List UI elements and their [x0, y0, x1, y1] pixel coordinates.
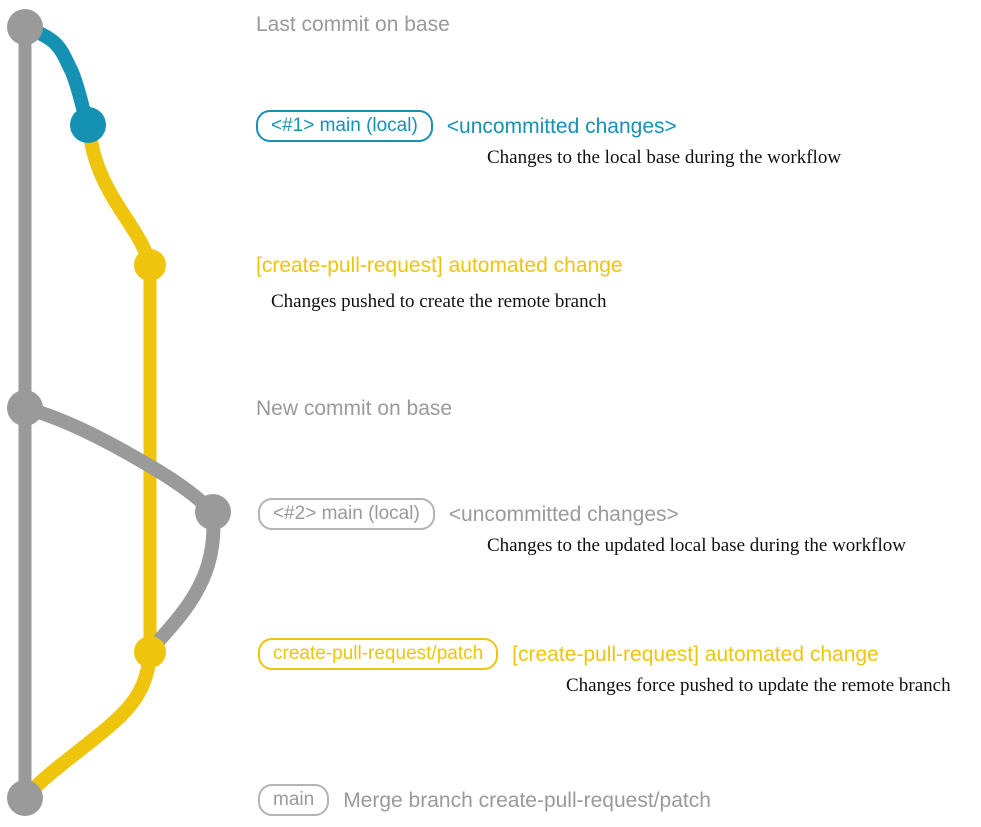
local-branch-line-2	[18, 401, 220, 519]
commit-node-merge-commit	[7, 780, 43, 816]
entry-remote-automated-change-2: create-pull-request/patch [create-pull-r…	[258, 638, 879, 670]
entry-remote-automated-change-1: [create-pull-request] automated change	[256, 255, 623, 276]
branch-pill-main-local-1[interactable]: <#1> main (local)	[256, 110, 433, 142]
commit-node-remote-automated-change-2	[134, 636, 166, 668]
commit-headline-local-commit-2: <uncommitted changes>	[448, 502, 679, 526]
remote-branch-line-1	[81, 118, 157, 272]
branch-pill-create-pull-request-patch[interactable]: create-pull-request/patch	[258, 638, 499, 670]
entry-merge-commit: main Merge branch create-pull-request/pa…	[258, 784, 711, 816]
commit-headline-last-commit-on-base: Last commit on base	[256, 13, 450, 36]
local-to-remote-line-2	[143, 505, 221, 659]
commit-node-local-commit-2	[195, 494, 231, 530]
commit-subtext-local-commit-1: Changes to the local base during the wor…	[487, 147, 842, 168]
entry-local-commit-2: <#2> main (local) <uncommitted changes>	[258, 498, 679, 530]
branch-pill-main[interactable]: main	[258, 784, 330, 816]
entry-local-commit-1: <#1> main (local) <uncommitted changes>	[256, 110, 677, 142]
commit-node-new-commit-on-base	[7, 390, 43, 426]
branch-pill-main-local-2[interactable]: <#2> main (local)	[258, 498, 435, 530]
commit-headline-remote-automated-change-1: [create-pull-request] automated change	[256, 254, 623, 277]
entry-new-commit-on-base: New commit on base	[256, 398, 452, 419]
commit-node-local-commit-1	[70, 107, 106, 143]
commit-headline-remote-automated-change-2: [create-pull-request] automated change	[512, 642, 879, 666]
commit-headline-new-commit-on-base: New commit on base	[256, 397, 453, 420]
commit-subtext-local-commit-2: Changes to the updated local base during…	[487, 535, 906, 556]
commit-node-last-commit-on-base	[7, 9, 43, 45]
commit-node-remote-automated-change-1	[134, 249, 166, 281]
commit-subtext-remote-automated-change-2: Changes force pushed to update the remot…	[566, 675, 951, 696]
remote-to-merge-line	[18, 645, 157, 805]
commit-subtext-remote-automated-change-1: Changes pushed to create the remote bran…	[271, 291, 607, 312]
commit-headline-local-commit-1: <uncommitted changes>	[446, 114, 677, 138]
entry-last-commit-on-base: Last commit on base	[256, 14, 450, 35]
commit-headline-merge-commit: Merge branch create-pull-request/patch	[343, 788, 711, 812]
